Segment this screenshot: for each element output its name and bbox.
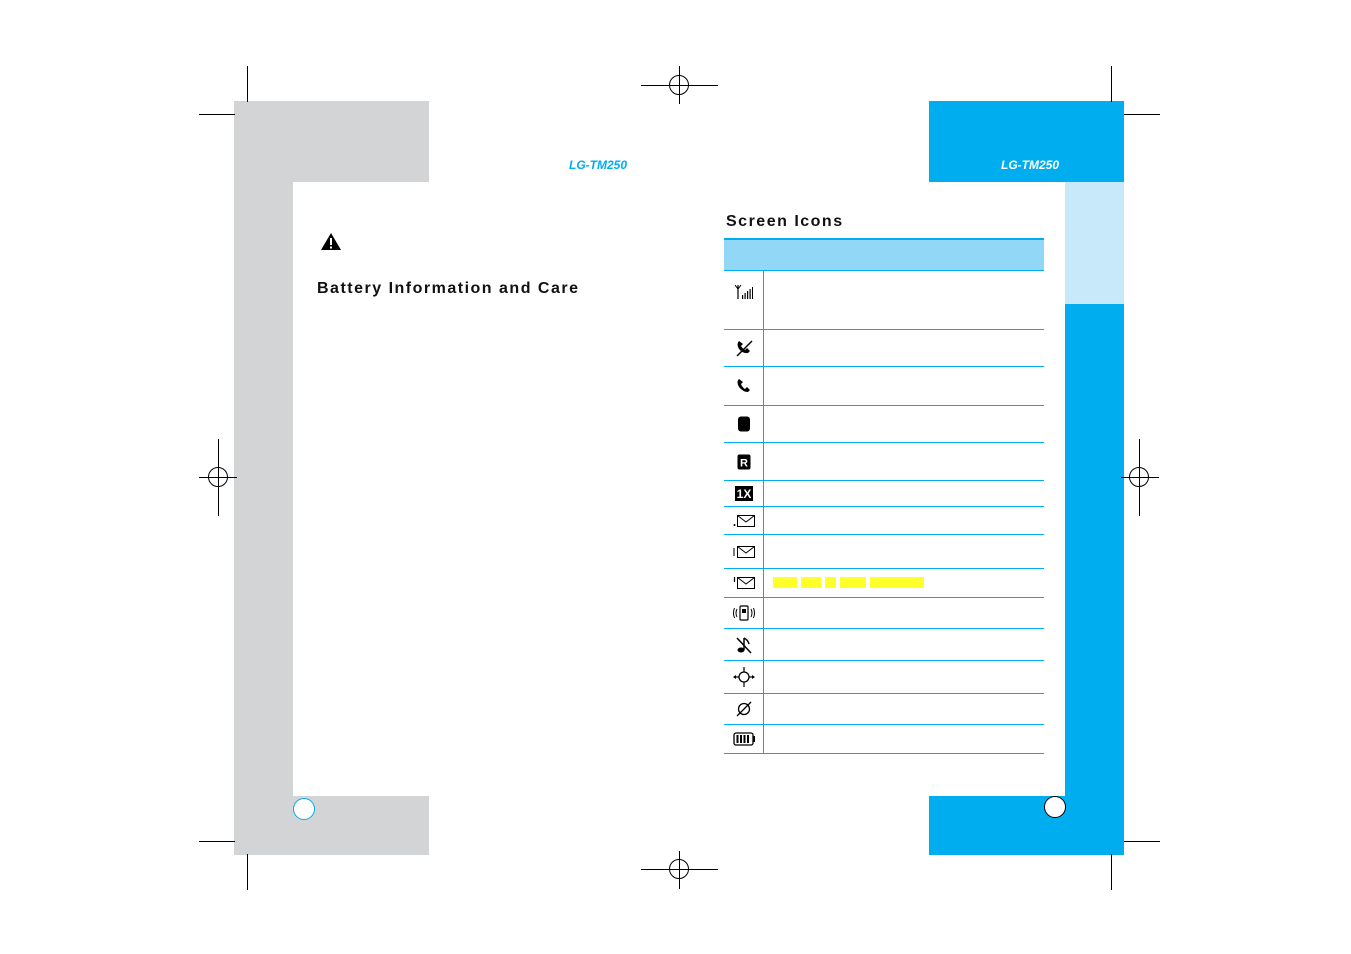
table-row: R: [724, 442, 1044, 481]
1x-icon: 1X: [734, 486, 753, 501]
left-model-label: LG-TM250: [569, 158, 628, 172]
right-side-strip: [1065, 304, 1124, 796]
left-bottom-panel: [234, 796, 429, 855]
table-row: [724, 329, 1044, 367]
left-side-strip: [234, 182, 293, 796]
highlight-mark: [773, 577, 797, 589]
silent-mode-icon: [735, 636, 752, 654]
roaming-icon: R: [737, 454, 750, 469]
svg-text:1X: 1X: [736, 487, 751, 501]
table-row: 1X: [724, 480, 1044, 507]
highlight-mark: [825, 577, 836, 589]
table-row: [724, 270, 1044, 330]
table-row: [724, 724, 1044, 754]
highlighted-text-cell: [763, 568, 1044, 598]
location-off-icon: [736, 701, 751, 717]
table-row: [724, 506, 1044, 535]
call-in-progress-icon: [737, 379, 750, 392]
urgent-message-icon: [733, 577, 755, 589]
right-page-number-dot: [1044, 796, 1066, 818]
battery-level-icon: [732, 732, 755, 746]
svg-text:R: R: [740, 457, 748, 469]
table-row: [724, 405, 1044, 443]
highlight-marks: [764, 574, 924, 591]
highlight-mark: [840, 577, 866, 589]
location-on-icon: [732, 667, 755, 687]
digital-service-icon: [737, 416, 750, 432]
table-row: [724, 597, 1044, 629]
right-top-panel: [929, 101, 1124, 182]
table-header-icon-cell: [724, 238, 764, 271]
right-side-tab-light: [1065, 182, 1124, 304]
right-bottom-panel: [929, 796, 1124, 855]
left-page-number-dot: [293, 798, 315, 820]
table-row: [724, 693, 1044, 725]
battery-section-heading: Battery Information and Care: [317, 280, 580, 297]
warning-triangle-icon: [320, 232, 342, 256]
voice-message-icon: [733, 545, 755, 558]
table-row: [724, 660, 1044, 694]
table-row: [724, 568, 1044, 598]
table-row: [724, 366, 1044, 406]
no-service-icon: [735, 340, 753, 357]
table-row: [724, 628, 1044, 661]
highlight-mark: [870, 577, 924, 589]
new-message-icon: [733, 514, 755, 527]
table-row: [724, 534, 1044, 569]
screen-icons-heading: Screen Icons: [726, 213, 844, 230]
highlight-mark: [801, 577, 821, 589]
right-model-label: LG-TM250: [1001, 158, 1060, 172]
table-header-row: [724, 238, 1044, 271]
signal-strength-icon: [734, 284, 753, 299]
left-top-panel: [234, 101, 429, 182]
vibrate-mode-icon: [732, 605, 755, 621]
table-header-desc-cell: [763, 238, 1044, 271]
screen-icons-table: R 1X: [724, 238, 1044, 754]
